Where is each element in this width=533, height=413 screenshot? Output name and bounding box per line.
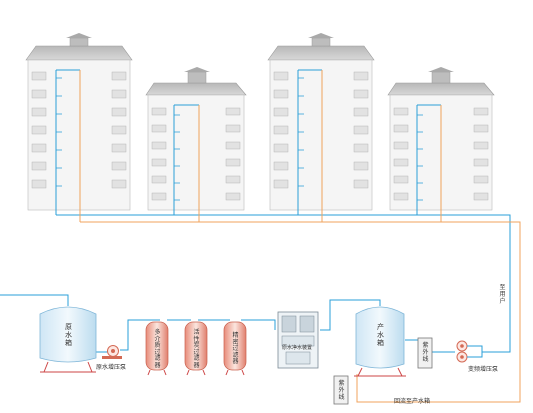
filter1-label: 多介质过滤器 (154, 329, 161, 369)
filter3-label: 精密过滤器 (232, 332, 239, 365)
building-2 (145, 67, 247, 211)
raw-pump-label: 原水增压泵 (96, 364, 127, 371)
raw-tank-label: 原水箱 (65, 323, 72, 347)
supply-pump-label: 变频增压泵 (468, 366, 499, 373)
purification-unit (277, 311, 319, 369)
building-3 (267, 33, 375, 211)
filter2-label: 活性炭过滤器 (193, 329, 200, 369)
control-label: 原水净水装置 (282, 345, 313, 351)
precision-filter (223, 321, 247, 376)
uv2-label: 紫外线 (338, 380, 345, 401)
product-tank-label: 产水箱 (377, 323, 384, 347)
raw-water-pump (102, 345, 122, 359)
carbon-filter (184, 321, 208, 376)
return-pipes (79, 70, 521, 403)
treatment-pipes (0, 294, 455, 353)
supply-pipes (55, 69, 511, 353)
uv-sterilizer-2 (333, 375, 349, 405)
return-label: 回流至产水箱 (394, 398, 431, 405)
multimedia-filter (145, 321, 169, 376)
building-1 (25, 33, 133, 211)
uv1-label: 紫外线 (422, 342, 429, 363)
raw-water-tank (39, 306, 97, 373)
product-water-tank (354, 306, 406, 377)
to-users-label: 至用户 (499, 284, 506, 305)
supply-pump (456, 340, 483, 363)
uv-sterilizer-1 (417, 337, 433, 369)
